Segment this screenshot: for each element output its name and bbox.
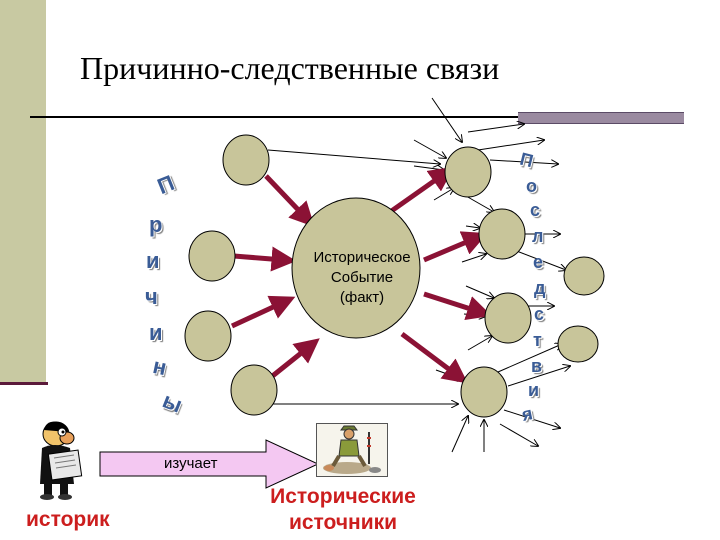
effect1-arrow [388, 166, 455, 215]
thin-arrow [467, 124, 524, 133]
thin-arrow [499, 423, 538, 446]
effect-subnode-1 [563, 256, 605, 296]
consequences-letter: т [533, 330, 542, 350]
causes-letter: р [149, 212, 163, 237]
thin-arrow [431, 97, 462, 142]
thin-arrow [451, 416, 468, 453]
sidebar-underline [0, 382, 48, 385]
thin-arrow [503, 409, 560, 428]
studies-label: изучает [164, 455, 218, 472]
effect-node-2 [478, 208, 526, 260]
thin-arrow [465, 226, 480, 228]
thin-arrow [413, 166, 444, 170]
event-label: Историческое Событие (факт) [313, 249, 411, 306]
cause-node-1 [222, 134, 270, 186]
thin-arrow [467, 336, 492, 351]
sources-label: Исторические источники [270, 485, 416, 534]
consequences-letter: в [531, 356, 543, 376]
slide-title: Причинно-следственные связи [80, 50, 500, 86]
event-node [291, 197, 421, 339]
cause3-arrow [230, 295, 296, 329]
cause-node-3 [184, 310, 232, 362]
effect4-arrow [400, 332, 468, 384]
title-rule-accent [518, 112, 684, 124]
connector-cause1-to-effect1 [267, 149, 440, 164]
thin-arrow [463, 314, 486, 316]
title-rule [30, 116, 518, 118]
consequences-letter: л [532, 226, 544, 246]
consequences-letter: и [528, 380, 540, 400]
cause2-arrow [233, 246, 297, 272]
thin-arrow [465, 285, 494, 298]
consequences-letter: о [526, 176, 537, 196]
cause4-arrow [268, 338, 320, 380]
thin-arrow [513, 249, 566, 270]
thin-arrow [413, 139, 446, 158]
thin-arrow [477, 140, 544, 151]
thin-arrow [461, 254, 486, 263]
thin-arrow [465, 195, 494, 212]
archaeologist-digging-icon [316, 423, 388, 477]
consequences-letter: е [533, 252, 544, 272]
causes-letter: ч [145, 284, 158, 309]
causes-letter: и [149, 320, 163, 345]
effect-node-4 [460, 366, 508, 418]
thin-arrow [497, 344, 562, 373]
effect2-arrow [423, 231, 488, 263]
sidebar-band [0, 0, 46, 384]
consequences-letter: с [534, 304, 545, 324]
effect-node-1 [444, 146, 492, 198]
historian-label: историк [26, 508, 110, 531]
consequences-letter: д [534, 278, 546, 298]
thin-arrow [489, 159, 558, 164]
effect-node-3 [484, 292, 532, 344]
studies-arrow [99, 439, 320, 489]
thin-arrow [433, 188, 454, 201]
consequences-letter: с [530, 200, 541, 220]
cause1-arrow [264, 174, 315, 228]
effect-subnode-2 [557, 325, 599, 363]
cause-node-2 [188, 230, 236, 282]
thin-arrow [507, 366, 570, 387]
historian-reading-icon [40, 421, 83, 500]
causes-letter: и [146, 248, 160, 273]
effect3-arrow [423, 291, 492, 321]
cause-node-4 [230, 364, 278, 416]
